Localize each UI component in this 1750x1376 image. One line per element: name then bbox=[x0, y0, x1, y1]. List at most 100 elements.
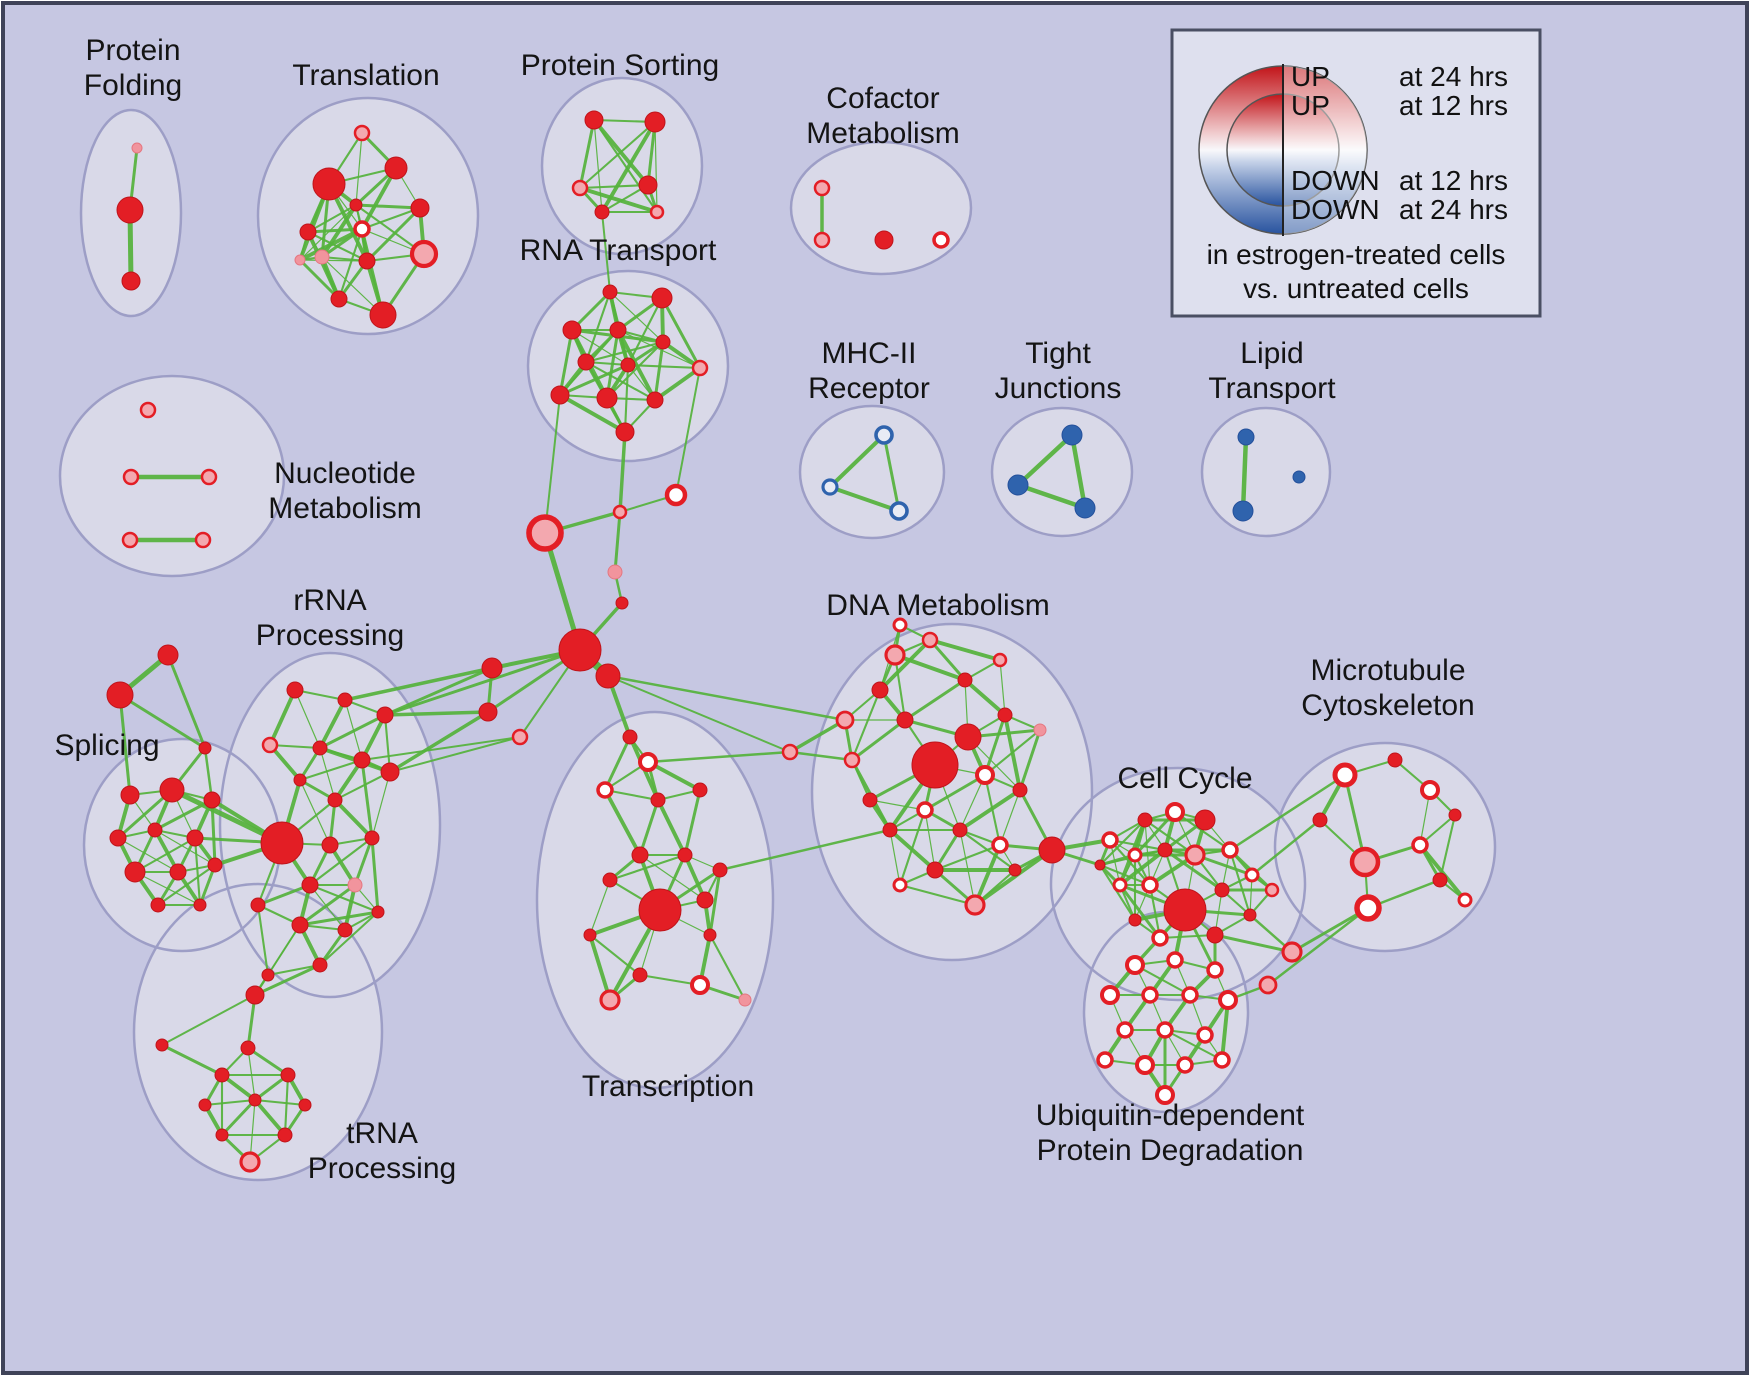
legend-down12-time: at 12 hrs bbox=[1399, 165, 1508, 196]
edge-dm10-dm14 bbox=[959, 774, 986, 831]
node-sp3 bbox=[203, 791, 221, 809]
node-dm25 bbox=[1038, 836, 1066, 864]
node-lt1 bbox=[1237, 428, 1255, 446]
node-ub1 bbox=[1125, 955, 1145, 975]
edge-rt5-rt10 bbox=[605, 340, 665, 400]
cluster-border-nm bbox=[58, 374, 286, 578]
node-mc8 bbox=[1448, 808, 1462, 822]
edge-fb8-rp8 bbox=[389, 736, 521, 773]
edge-fb1-rt9 bbox=[544, 394, 561, 534]
node-pf2 bbox=[116, 196, 144, 224]
edge-ps1-ps3 bbox=[578, 118, 596, 190]
node-tr2 bbox=[312, 167, 346, 201]
edge-ps5-rt1 bbox=[601, 211, 611, 293]
edge-tc12-tc15 bbox=[588, 933, 612, 1002]
node-fb8 bbox=[511, 728, 529, 746]
node-ps2 bbox=[644, 111, 666, 133]
node-rp2 bbox=[337, 692, 353, 708]
edge-tc13-tc14 bbox=[638, 973, 702, 987]
cluster-label-tc: Transcription bbox=[582, 1070, 754, 1103]
node-ps5 bbox=[594, 204, 610, 220]
cluster-border-mc bbox=[1273, 741, 1497, 953]
node-se2 bbox=[106, 681, 134, 709]
edge-rp16-rp20 bbox=[267, 924, 301, 976]
edge-tp7-tp10 bbox=[253, 1098, 287, 1137]
cluster-label-cc: Cell Cycle bbox=[1117, 762, 1252, 795]
node-tc17 bbox=[703, 928, 717, 942]
edge-tc4-tc6 bbox=[638, 798, 660, 857]
node-rt8 bbox=[691, 359, 709, 377]
cluster-border-tc bbox=[535, 710, 775, 1090]
node-sp5 bbox=[147, 822, 163, 838]
node-ps6 bbox=[649, 204, 665, 220]
legend-up24-time: at 24 hrs bbox=[1399, 61, 1508, 92]
node-cc11 bbox=[1163, 888, 1207, 932]
edge-rp18-rp19 bbox=[318, 910, 380, 967]
node-sp1 bbox=[120, 785, 140, 805]
node-dm16 bbox=[926, 861, 944, 879]
node-ubm bbox=[1258, 975, 1278, 995]
edge-rp12-rp18 bbox=[370, 836, 380, 914]
edge-sp6-sp11 bbox=[193, 836, 202, 907]
edge-ubm-mc6 bbox=[1266, 906, 1370, 987]
edge-dm11-dm15 bbox=[999, 789, 1021, 846]
legend: UP at 24 hrs UP at 12 hrs DOWN at 12 hrs… bbox=[1170, 28, 1542, 318]
node-sp11 bbox=[193, 898, 207, 912]
edge-tc11-tc17 bbox=[708, 868, 722, 937]
node-mh3 bbox=[889, 501, 909, 521]
edge-se2-se3 bbox=[118, 693, 207, 750]
node-rt6 bbox=[577, 353, 595, 371]
node-dm9 bbox=[1033, 723, 1047, 737]
cluster-label-rp: rRNA bbox=[293, 584, 366, 617]
node-rt2 bbox=[651, 287, 673, 309]
cluster-label-mc: Cytoskeleton bbox=[1301, 689, 1474, 722]
node-mc10 bbox=[1457, 892, 1473, 908]
edge-tr6-tr11 bbox=[337, 227, 364, 301]
edge-tc5-tc7 bbox=[683, 788, 702, 857]
edge-tc6-tc10 bbox=[639, 854, 706, 901]
node-tc15 bbox=[599, 989, 621, 1011]
edge-dm3-dm5 bbox=[850, 718, 907, 762]
edge-sp5-sp9 bbox=[154, 829, 216, 866]
edge-tr5-tr7 bbox=[354, 203, 422, 210]
node-tc14 bbox=[690, 975, 710, 995]
node-tr12 bbox=[369, 301, 397, 329]
node-tp11 bbox=[239, 1151, 261, 1173]
node-rp18 bbox=[371, 905, 385, 919]
edge-se1-se3 bbox=[166, 653, 207, 750]
edge-rp6-rp7 bbox=[298, 758, 364, 782]
cluster-strokes-layer bbox=[58, 76, 1497, 1182]
edge-tp5-tp10 bbox=[283, 1073, 290, 1137]
edge-cc10-cc19 bbox=[1098, 863, 1152, 887]
node-fb4 bbox=[607, 564, 623, 580]
node-cc3 bbox=[1165, 802, 1185, 822]
node-dm13 bbox=[882, 822, 898, 838]
node-fb1 bbox=[526, 514, 564, 552]
edge-tc16-tc17 bbox=[708, 933, 747, 1002]
node-cf4 bbox=[932, 231, 950, 249]
node-tc7 bbox=[677, 847, 693, 863]
node-dm24 bbox=[992, 652, 1008, 668]
node-pf3 bbox=[121, 271, 141, 291]
node-ub11 bbox=[1096, 1051, 1114, 1069]
edge-rt7-rt8 bbox=[626, 363, 702, 370]
cluster-border-cf bbox=[789, 140, 973, 276]
node-ub2 bbox=[1166, 951, 1184, 969]
edge-rp4-rp5 bbox=[268, 743, 322, 750]
node-mc9 bbox=[1432, 872, 1448, 888]
node-rp11 bbox=[321, 836, 339, 854]
node-tj2 bbox=[1007, 474, 1029, 496]
node-rp12 bbox=[364, 830, 380, 846]
edge-fb3-rt8 bbox=[675, 367, 701, 496]
node-mh2 bbox=[821, 478, 839, 496]
node-rp13 bbox=[301, 876, 319, 894]
edge-cc10-cc15 bbox=[1148, 883, 1162, 940]
edge-lt1-lt2 bbox=[1240, 434, 1249, 514]
node-mc2 bbox=[1387, 752, 1403, 768]
cluster-label-dm: DNA Metabolism bbox=[826, 589, 1049, 622]
cluster-label-nm: Metabolism bbox=[268, 492, 421, 525]
edge-tr11-tr13 bbox=[298, 258, 341, 301]
edge-dm17-dm18 bbox=[898, 883, 977, 907]
edge-cc6-cc9 bbox=[1118, 848, 1167, 887]
